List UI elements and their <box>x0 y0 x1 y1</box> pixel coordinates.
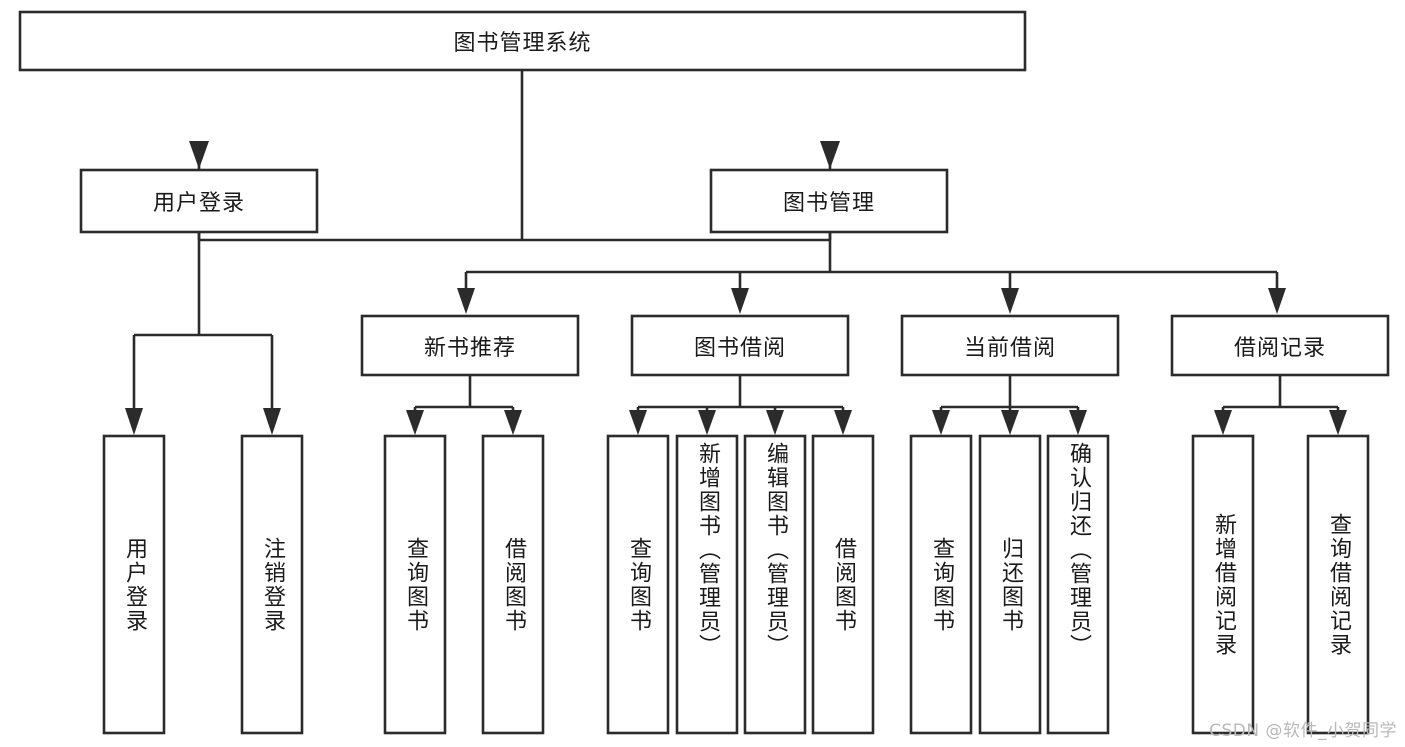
node-leaf-return-book[interactable] <box>978 434 1042 735</box>
node-leaf-logout[interactable] <box>240 434 304 735</box>
arrow-head-user-login <box>189 141 209 169</box>
arrow-head-current-borrow <box>1001 288 1019 314</box>
connectors-layer <box>125 70 1347 435</box>
node-leaf-borrow-book-1[interactable] <box>481 434 545 735</box>
arrow-head-leaf-logout <box>263 408 281 435</box>
node-root[interactable] <box>18 10 1027 72</box>
arrow-head-leaf-confirm-return <box>1069 410 1087 435</box>
arrow-head-leaf-query-book-2 <box>629 410 647 435</box>
node-leaf-add-record[interactable] <box>1191 434 1255 735</box>
arrow-head-borrow-record <box>1268 288 1286 314</box>
arrow-head-leaf-return-book <box>1001 410 1019 435</box>
node-borrow-record[interactable] <box>1170 314 1390 377</box>
arrow-head-leaf-add-record <box>1214 410 1232 435</box>
node-leaf-query-book-3[interactable] <box>909 434 973 735</box>
node-new-book-recommend[interactable] <box>360 314 580 377</box>
arrow-head-leaf-query-book-3 <box>932 410 950 435</box>
node-book-borrow[interactable] <box>630 314 850 377</box>
arrow-head-book-management <box>820 141 840 169</box>
arrow-head-leaf-borrow-book-2 <box>834 410 852 435</box>
arrow-head-leaf-borrow-book-1 <box>504 410 522 435</box>
node-leaf-query-book-2[interactable] <box>606 434 670 735</box>
arrow-head-leaf-edit-book <box>766 410 784 435</box>
node-leaf-query-record[interactable] <box>1306 434 1370 735</box>
arrow-head-leaf-query-record <box>1329 410 1347 435</box>
arrow-head-leaf-add-book <box>698 410 716 435</box>
node-leaf-add-book[interactable] <box>675 434 739 735</box>
node-leaf-query-book-1[interactable] <box>383 434 447 735</box>
arrow-head-leaf-user-login <box>125 408 143 435</box>
node-user-login[interactable] <box>79 168 319 234</box>
node-leaf-edit-book[interactable] <box>743 434 807 735</box>
arrow-head-book-borrow <box>731 288 749 314</box>
node-current-borrow[interactable] <box>900 314 1120 377</box>
node-book-management[interactable] <box>709 168 949 234</box>
node-leaf-confirm-return[interactable] <box>1046 434 1110 735</box>
node-leaf-user-login[interactable] <box>102 434 166 735</box>
arrow-head-leaf-query-book-1 <box>406 410 424 435</box>
node-leaf-borrow-book-2[interactable] <box>811 434 875 735</box>
nodes-layer <box>18 10 1390 735</box>
arrow-head-new-book-recommend <box>457 288 475 314</box>
